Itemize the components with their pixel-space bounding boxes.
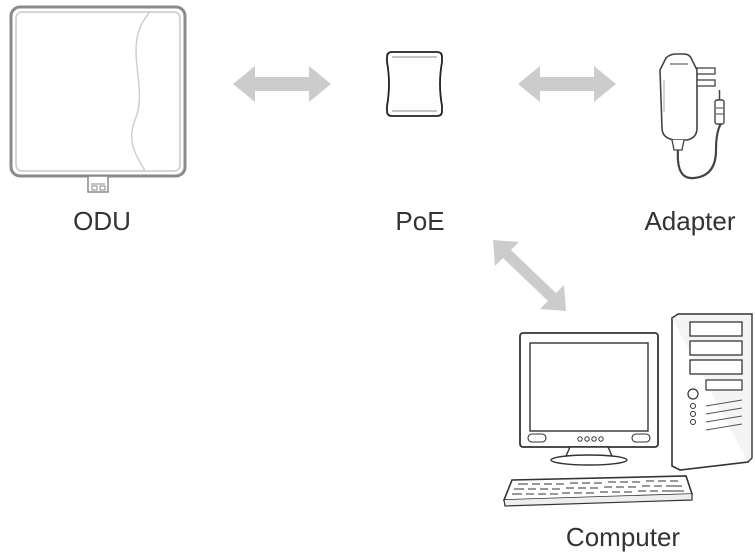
computer-monitor (519, 332, 659, 466)
double-arrow-icon (493, 240, 566, 311)
power-adapter-icon (659, 53, 725, 180)
desktop-computer-icon (502, 313, 753, 507)
computer-label: Computer (565, 522, 681, 552)
odu-label: ODU (73, 206, 131, 236)
odu-icon (9, 5, 187, 193)
adapter-label: Adapter (644, 206, 736, 236)
double-arrow-icon (518, 66, 616, 102)
computer-keyboard (502, 475, 694, 507)
poe-label: PoE (395, 206, 445, 236)
double-arrow-icon (233, 66, 331, 102)
poe-injector-icon (386, 51, 443, 117)
computer-tower (671, 313, 753, 471)
